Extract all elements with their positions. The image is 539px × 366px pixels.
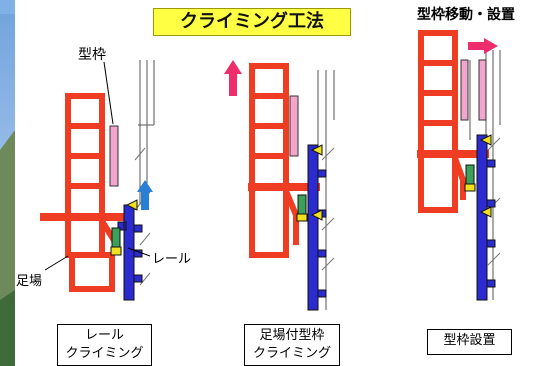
caption-rail-climbing: レール クライミング [57,324,152,366]
caption-scaffold-climbing: 足場付型枠 クライミング [244,324,340,366]
panel-rail-climbing [40,60,155,301]
caption-scaffold-line2: クライミング [252,346,331,361]
panel-form-install [417,30,501,301]
panel1-platform [40,213,132,221]
caption-install: 型枠設置 [427,329,512,355]
label-katawaku: 型枠 [78,47,106,63]
panel1-rail [117,204,143,301]
label-move-install: 型枠移動・設置 [417,7,515,23]
magenta-up-arrow [224,60,242,96]
caption-rail-line2: クライミング [65,346,144,361]
panel1-form [109,125,119,187]
panel-scaffold-climbing [224,60,335,311]
label-rail: レール [152,252,192,267]
page-title: クライミング工法 [153,8,351,36]
caption-rail-line1: レール [84,328,124,343]
label-ashiba: 足場 [16,274,43,289]
caption-scaffold-line1: 足場付型枠 [259,328,325,343]
blue-up-arrow [137,180,153,210]
magenta-right-arrow [468,38,498,54]
